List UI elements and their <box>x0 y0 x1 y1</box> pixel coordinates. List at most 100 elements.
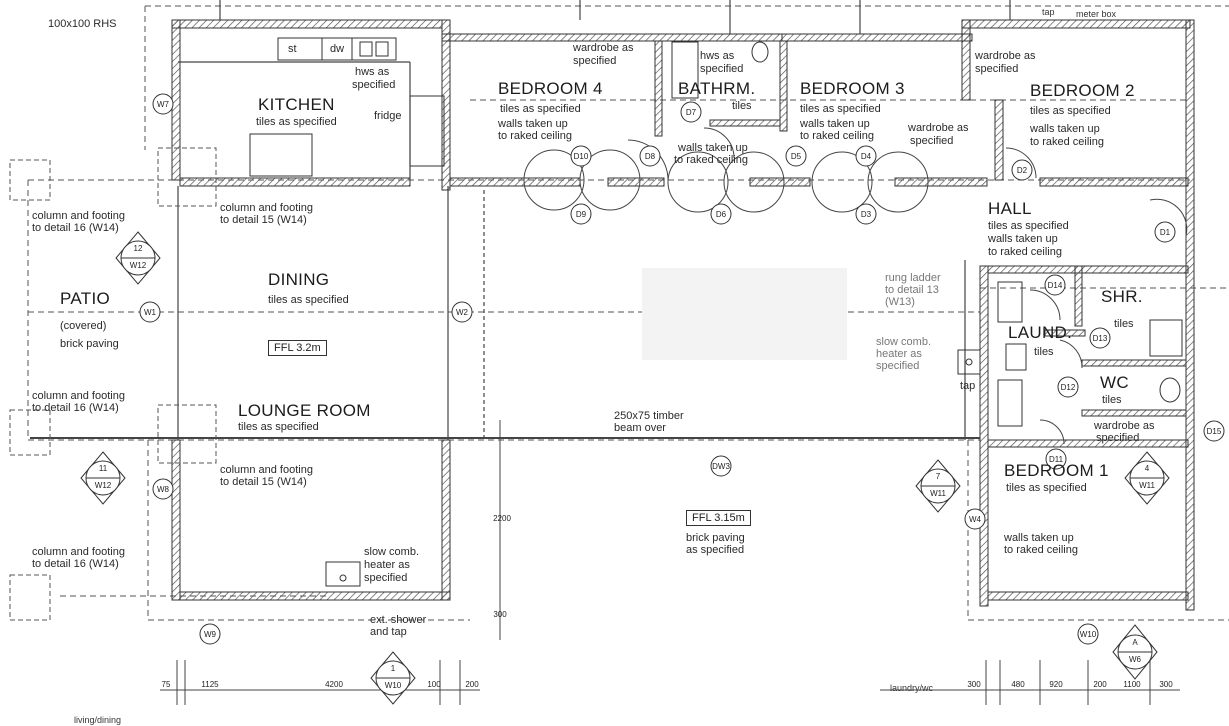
tag-w1: W1 <box>144 308 156 317</box>
note-wardrobe-b4-2: specified <box>573 55 617 67</box>
note-slow-comb-lounge-3: specified <box>364 572 408 584</box>
note-hall-raked: to raked ceiling <box>988 246 1062 258</box>
section-7-num: 7 <box>935 472 941 481</box>
dim-1125: 1125 <box>201 680 219 689</box>
note-wardrobe-hall-2: specified <box>910 135 954 147</box>
note-wardrobe-b2-2: specified <box>975 63 1019 75</box>
note-paving-spec-2: as specified <box>686 544 745 556</box>
tag-w9: W9 <box>204 630 216 639</box>
note-kitchen-tiles: tiles as specified <box>256 116 337 128</box>
note-rung-ladder-2: to detail 13 <box>885 284 939 296</box>
note-paving-spec-1: brick paving <box>686 532 745 544</box>
tag-d3: D3 <box>860 210 872 219</box>
dim-200-b: 200 <box>1093 680 1107 689</box>
footing-outlines <box>9 147 217 621</box>
dim-2200: 2200 <box>493 514 511 523</box>
note-b3-raked: to raked ceiling <box>800 130 874 142</box>
tag-d12: D12 <box>1060 383 1076 392</box>
note-col-15-top-2: to detail 15 (W14) <box>220 214 307 226</box>
note-slow-comb-hall-1: slow comb. <box>876 336 932 348</box>
note-fridge: fridge <box>374 110 402 122</box>
note-col-16-top-1: column and footing <box>32 210 125 222</box>
room-shower: SHR. <box>1101 287 1143 306</box>
tag-circles <box>139 93 1225 645</box>
room-laundry: LAUND. <box>1008 323 1073 342</box>
ffl-dining: FFL 3.2m <box>268 340 327 356</box>
note-col-16-mid-1: column and footing <box>32 390 125 402</box>
dim-300-a: 300 <box>967 680 981 689</box>
note-dining-tiles: tiles as specified <box>268 294 349 306</box>
room-lounge: LOUNGE ROOM <box>238 401 371 420</box>
tag-d4: D4 <box>860 152 872 161</box>
room-kitchen: KITCHEN <box>258 95 335 114</box>
note-st: st <box>288 43 297 55</box>
note-beam-1: 250x75 timber <box>614 410 684 422</box>
section-1-ref: W10 <box>384 681 402 690</box>
room-bedroom-1: BEDROOM 1 <box>1004 461 1109 480</box>
note-col-16-low-1: column and footing <box>32 546 125 558</box>
note-b1-walls: walls taken up <box>1004 532 1074 544</box>
tag-d14: D14 <box>1047 281 1063 290</box>
note-bath-walls: walls taken up <box>678 142 748 154</box>
note-wardrobe-b4-1: wardrobe as <box>573 42 634 54</box>
tag-w2: W2 <box>456 308 468 317</box>
room-patio: PATIO <box>60 289 110 308</box>
note-ext-shower-2: and tap <box>370 626 407 638</box>
note-wardrobe-wc-2: specified <box>1096 432 1140 444</box>
section-12-ref: W12 <box>129 261 147 270</box>
note-hws-bath-2: specified <box>700 63 744 75</box>
dim-300-vert: 300 <box>493 610 507 619</box>
room-wc: WC <box>1100 373 1129 392</box>
note-hws-kitchen-1: hws as <box>355 66 390 78</box>
note-laund-tiles: tiles <box>1034 346 1054 358</box>
note-col-15-low-1: column and footing <box>220 464 313 476</box>
note-col-15-low-2: to detail 15 (W14) <box>220 476 307 488</box>
note-b1-tiles: tiles as specified <box>1006 482 1087 494</box>
section-a-num: A <box>1132 638 1138 647</box>
note-laundry-wc: laundry/wc <box>890 683 934 693</box>
tag-w8: W8 <box>157 485 169 494</box>
note-b3-walls: walls taken up <box>800 118 870 130</box>
note-hall-tiles: tiles as specified <box>988 220 1069 232</box>
note-bath-tiles: tiles <box>732 100 752 112</box>
room-dining: DINING <box>268 270 330 289</box>
dim-300-b: 300 <box>1159 680 1173 689</box>
note-patio-paving: brick paving <box>60 338 119 350</box>
note-rung-ladder-1: rung ladder <box>885 272 941 284</box>
tag-w7: W7 <box>157 100 169 109</box>
tag-w4: W4 <box>969 515 981 524</box>
room-bedroom-2: BEDROOM 2 <box>1030 81 1135 100</box>
note-rung-ladder-3: (W13) <box>885 296 915 308</box>
door-swings <box>523 127 1188 445</box>
note-wardrobe-hall-1: wardrobe as <box>908 122 969 134</box>
section-4-num: 4 <box>1144 464 1150 473</box>
tag-d11: D11 <box>1048 455 1064 464</box>
dimension-lines <box>160 420 1180 705</box>
interior-lines <box>30 0 1011 440</box>
note-b4-walls: walls taken up <box>498 118 568 130</box>
note-lounge-tiles: tiles as specified <box>238 421 319 433</box>
tag-d8: D8 <box>644 152 656 161</box>
section-4-ref: W11 <box>1139 481 1155 490</box>
tag-d10: D10 <box>573 152 589 161</box>
note-col-15-top-1: column and footing <box>220 202 313 214</box>
section-12-num: 12 <box>133 244 143 253</box>
walls <box>171 19 1195 611</box>
note-living-dining: living/dining <box>74 715 122 725</box>
note-meter-box: meter box <box>1076 9 1117 19</box>
note-b1-raked: to raked ceiling <box>1004 544 1078 556</box>
note-hws-kitchen-2: specified <box>352 79 396 91</box>
tag-d1: D1 <box>1159 228 1171 237</box>
section-1-num: 1 <box>390 664 396 673</box>
dim-920: 920 <box>1049 680 1063 689</box>
note-slow-comb-lounge-1: slow comb. <box>364 546 420 558</box>
note-hall-walls: walls taken up <box>988 233 1058 245</box>
note-col-16-top-2: to detail 16 (W14) <box>32 222 119 234</box>
note-dw: dw <box>330 43 345 55</box>
room-bathroom: BATHRM. <box>678 79 756 98</box>
tag-d6: D6 <box>715 210 727 219</box>
scan-blank-patch <box>642 268 847 360</box>
dim-4200: 4200 <box>325 680 343 689</box>
tag-d9: D9 <box>575 210 587 219</box>
